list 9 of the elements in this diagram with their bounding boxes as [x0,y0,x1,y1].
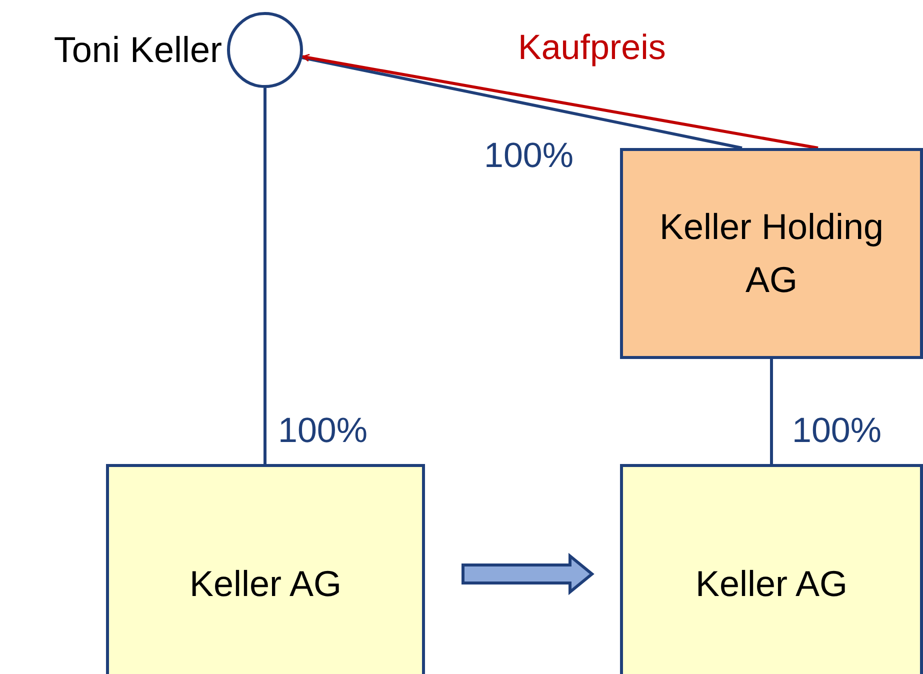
company-box: Keller AG [106,464,425,674]
person-name: Toni Keller [54,29,222,71]
arrow [302,54,818,150]
block-arrow [462,552,594,596]
company-box: Keller AG [620,464,923,674]
holding-box: Keller Holding AG [620,148,923,359]
connector-line [302,56,742,150]
connector-line [770,359,773,464]
connector-line [264,88,266,464]
